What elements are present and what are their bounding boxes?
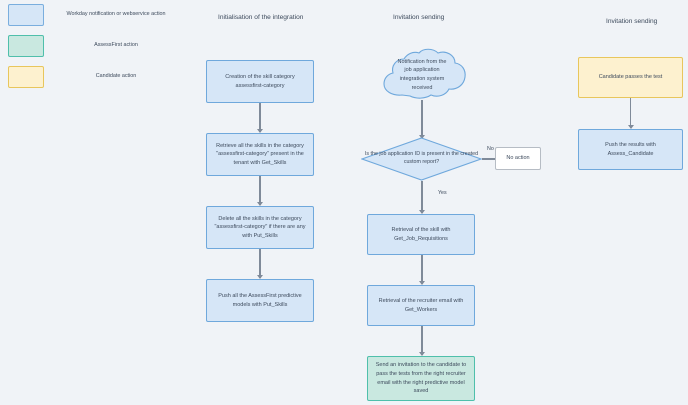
connector-c1-1-2 [259,103,261,132]
column-title-invitation-sending-results: Invitation sending [606,18,658,25]
node-push-predictive-models[interactable]: Push all the AssessFirst predictive mode… [206,279,314,322]
legend: Workday notification or webservice actio… [8,4,188,97]
node-candidate-passes-test[interactable]: Candidate passes the test [578,57,683,98]
legend-swatch-blue [8,4,44,26]
legend-swatch-green [8,35,44,57]
node-no-action[interactable]: No action [495,147,541,170]
connector-c2-2-3 [421,326,423,355]
legend-swatch-yellow [8,66,44,88]
connector-decision-yes [421,181,423,213]
legend-item-workday: Workday notification or webservice actio… [8,4,188,26]
connector-c2-1-2 [421,255,423,284]
legend-label-assessfirst: AssessFirst action [94,42,138,49]
node-retrieve-skills[interactable]: Retrieve all the skills in the category … [206,133,314,176]
node-label: Creation of the skill category assessfir… [225,73,295,89]
node-label: Push the results with Assess_Candidate [605,141,656,157]
connector-c3-1-2 [630,98,632,128]
node-send-invitation[interactable]: Send an invitation to the candidate to p… [367,356,475,401]
legend-label-candidate: Candidate action [95,73,137,80]
node-push-results-assess-candidate[interactable]: Push the results with Assess_Candidate [578,129,683,170]
node-decision-job-application-id[interactable]: Is the job application ID is present in … [361,137,482,181]
node-label: Push all the AssessFirst predictive mode… [218,292,302,308]
node-label: No action [506,155,530,162]
node-label: Delete all the skills in the category "a… [214,215,306,239]
node-notification-cloud[interactable]: Notification from the job application in… [376,48,468,102]
node-label: Retrieval of the skill with Get_Job_Requ… [391,226,451,242]
node-retrieval-skill-job-requisitions[interactable]: Retrieval of the skill with Get_Job_Requ… [367,214,475,255]
node-delete-skills[interactable]: Delete all the skills in the category "a… [206,206,314,249]
column-title-invitation-sending-main: Invitation sending [393,14,445,21]
legend-item-assessfirst: AssessFirst action [8,35,188,57]
edge-label-no: No [487,146,494,152]
connector-c1-3-4 [259,249,261,278]
connector-c1-2-3 [259,176,261,205]
node-label: Retrieval of the recruiter email with Ge… [378,297,464,313]
node-label: Is the job application ID is present in … [364,151,479,165]
node-create-skill-category[interactable]: Creation of the skill category assessfir… [206,60,314,103]
node-label: Retrieve all the skills in the category … [216,142,304,166]
node-label: Candidate passes the test [598,74,663,81]
legend-label-workday: Workday notification or webservice actio… [66,11,166,18]
node-label: Notification from the job application in… [397,58,447,91]
edge-label-yes: Yes [438,190,447,196]
node-label: Send an invitation to the candidate to p… [375,362,467,395]
column-title-initialisation: Initialisation of the integration [218,14,304,21]
connector-cloud-decision [421,100,423,138]
node-retrieval-recruiter-email[interactable]: Retrieval of the recruiter email with Ge… [367,285,475,326]
legend-item-candidate: Candidate action [8,66,188,88]
